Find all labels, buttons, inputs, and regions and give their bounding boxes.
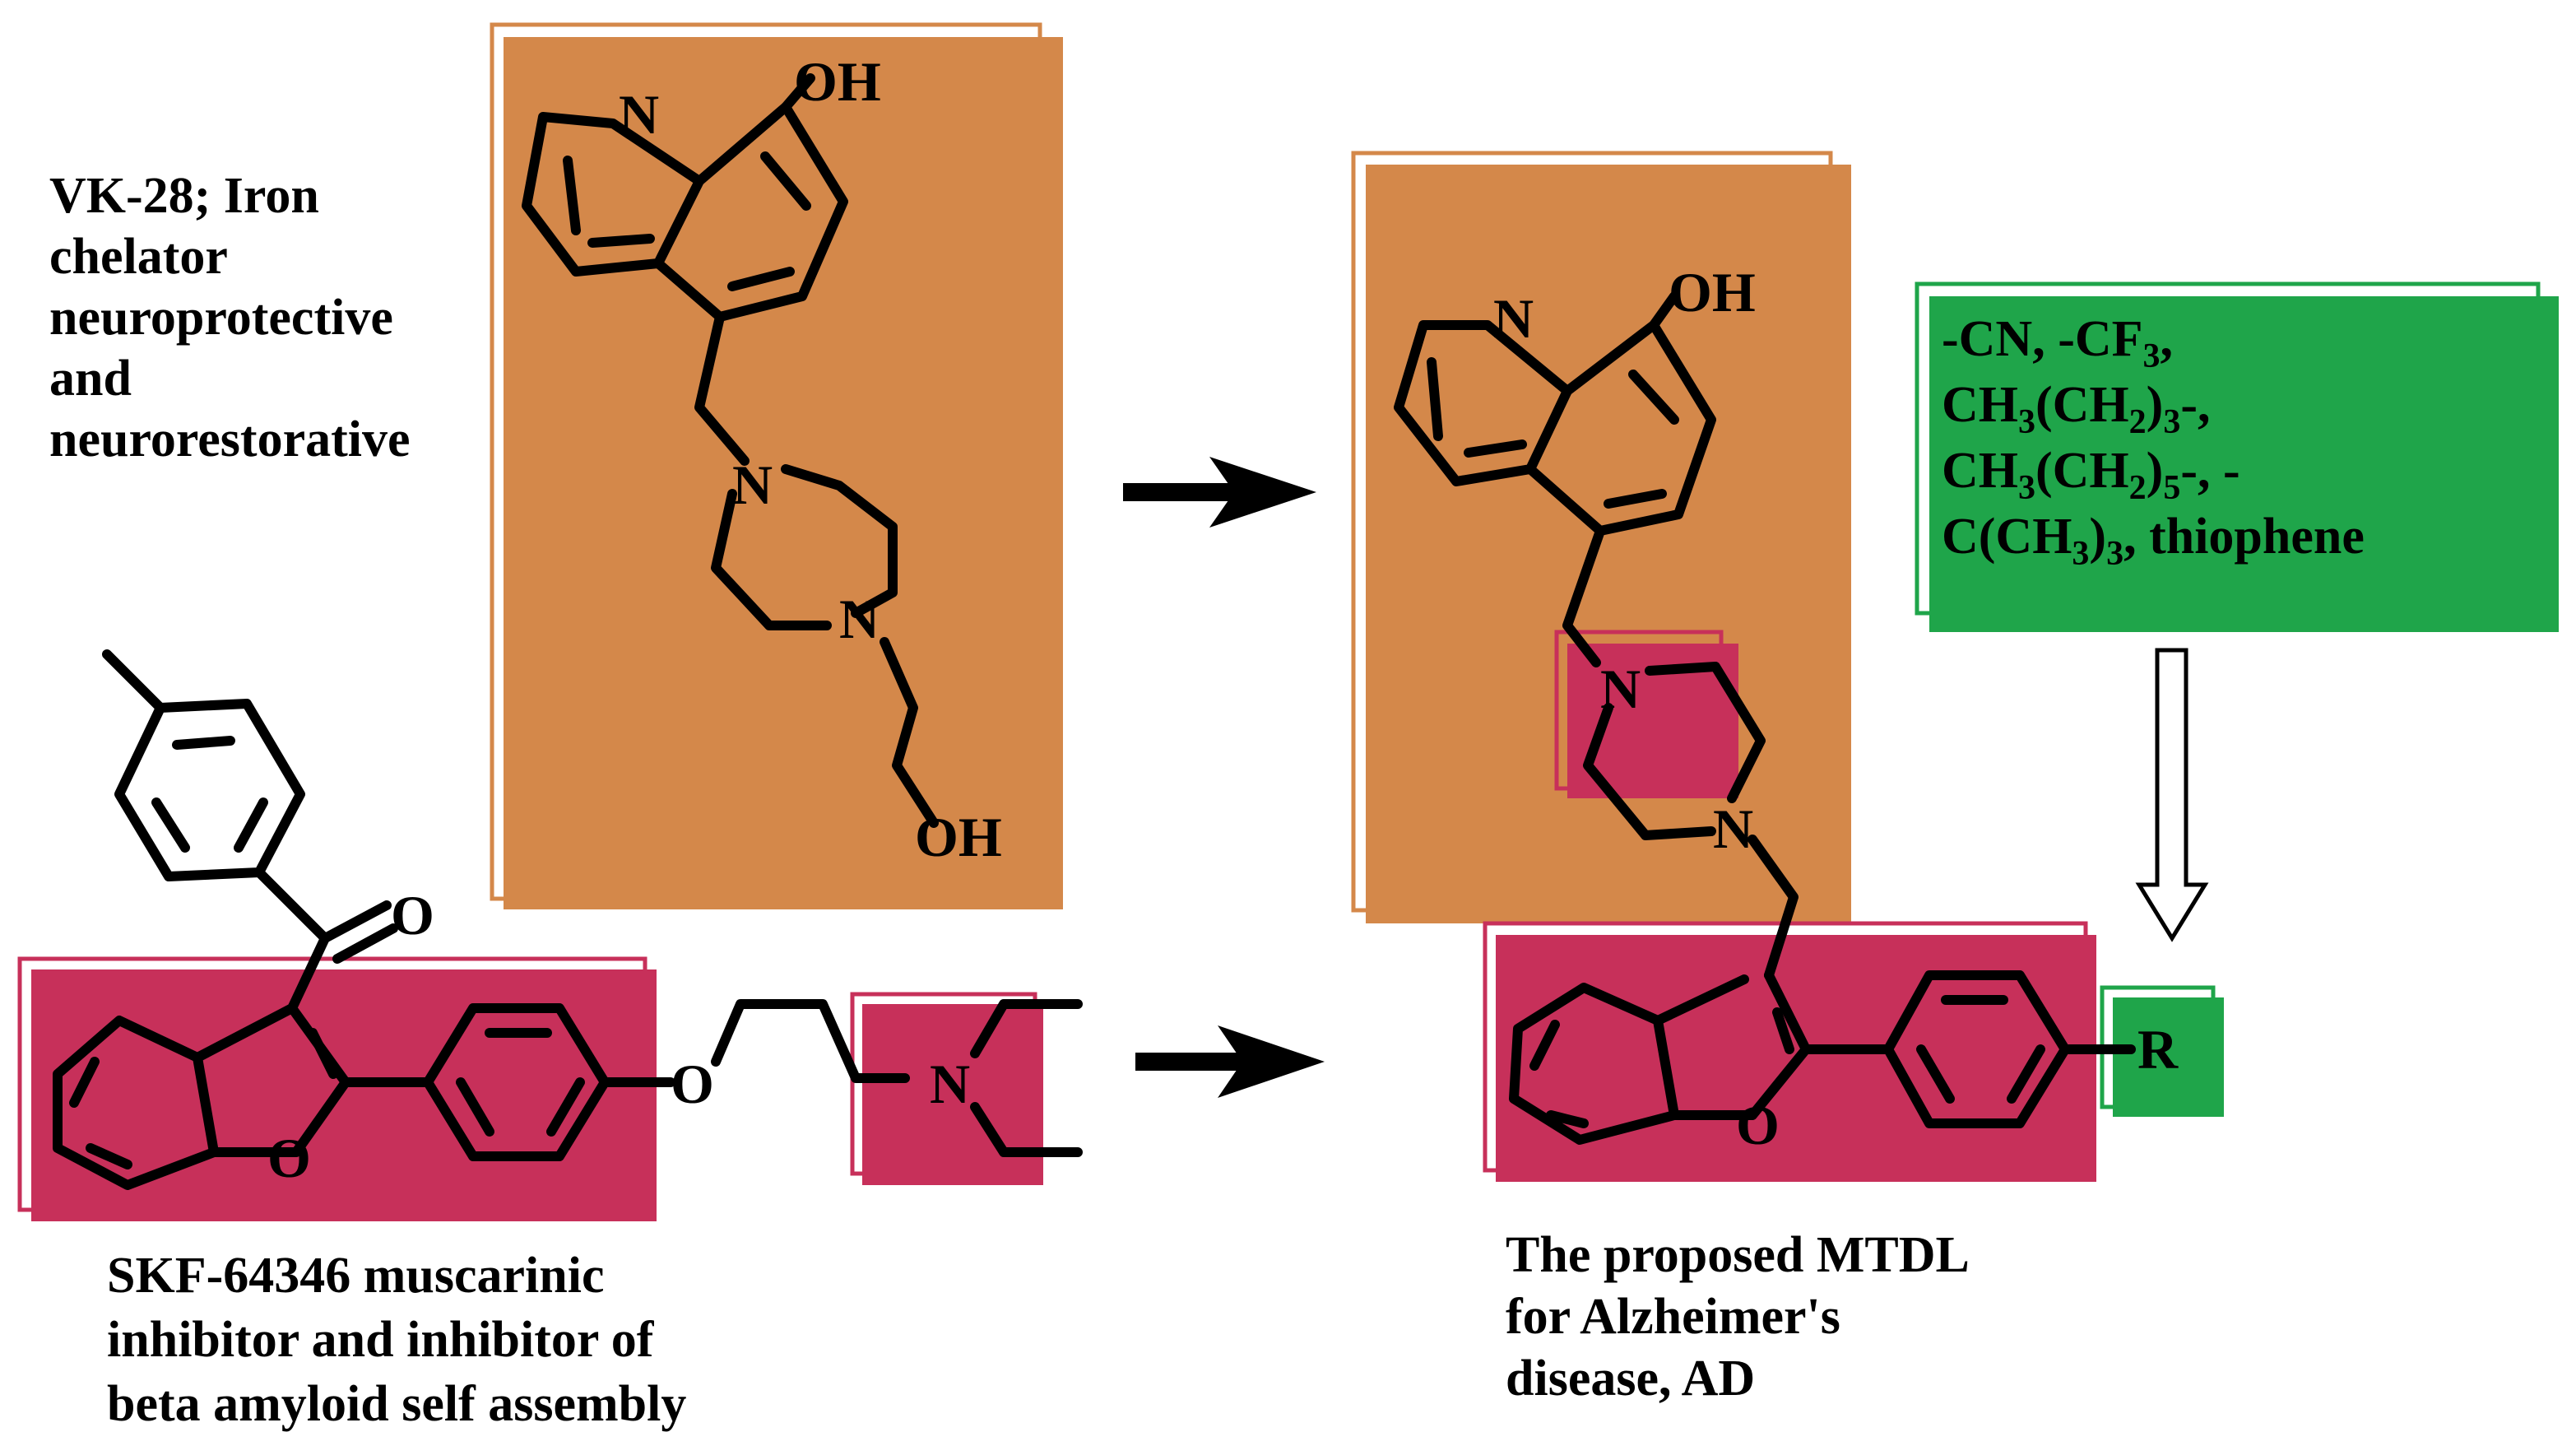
- arrow-substituent-to-r: [2135, 648, 2209, 942]
- mtdl-amine-frame: [1554, 630, 1738, 798]
- skf-o-ether: O: [671, 1053, 714, 1115]
- skf-n-amine: N: [930, 1053, 970, 1115]
- mtdl-caption-line-3: disease, AD: [1506, 1351, 1755, 1406]
- vk28-caption-line-3: neuroprotective: [49, 290, 393, 346]
- substituent-frame-shadow: [1929, 296, 2559, 632]
- vk28-caption: VK-28; Iron chelator neuroprotective and…: [49, 168, 410, 467]
- mtdl-n-piperazine-2: N: [1713, 797, 1753, 860]
- arrow-skf-to-mtdl: [1135, 1025, 1325, 1098]
- substituent-frame-face: [1915, 281, 2541, 616]
- vk28-structure: N OH N N OH: [522, 50, 1002, 868]
- skf-amine-frame-face: [850, 992, 1037, 1176]
- mtdl-o-furan: O: [1736, 1094, 1780, 1156]
- vk28-n-pyridine: N: [619, 83, 659, 146]
- arrow-vk28-to-mtdl: [1123, 457, 1316, 528]
- mtdl-r-group: R: [2137, 1018, 2179, 1081]
- r-group-frame-shadow: [2113, 997, 2224, 1117]
- vk28-frame-face: [490, 22, 1042, 901]
- vk28-caption-line-1: VK-28; Iron: [49, 168, 319, 224]
- substituent-line-2: CH3(CH2)3-,: [1942, 377, 2210, 441]
- vk28-n-piperazine-1: N: [732, 453, 773, 516]
- vk28-frame: [490, 22, 1063, 909]
- skf-caption-line-3: beta amyloid self assembly: [107, 1376, 686, 1432]
- vk28-oh-ethanol: OH: [915, 806, 1002, 868]
- vk28-n-piperazine-2: N: [839, 588, 880, 650]
- mtdl-quinoline-frame-face: [1351, 151, 1833, 913]
- mtdl-oh-phenol: OH: [1669, 261, 1756, 323]
- substituent-list: -CN, -CF3, CH3(CH2)3-, CH3(CH2)5-, - C(C…: [1942, 311, 2365, 573]
- vk28-oh-phenol: OH: [794, 50, 881, 113]
- skf-o-carbonyl: O: [391, 884, 434, 946]
- vk28-caption-line-4: and: [49, 351, 132, 407]
- substituent-line-4: C(CH3)3, thiophene: [1942, 509, 2365, 573]
- substituent-frame: [1915, 281, 2559, 632]
- substituent-line-1: -CN, -CF3,: [1942, 311, 2173, 375]
- skf-caption: SKF-64346 muscarinic inhibitor and inhib…: [107, 1248, 686, 1432]
- mtdl-n-piperazine-1: N: [1600, 658, 1641, 720]
- mtdl-caption-line-2: for Alzheimer's: [1506, 1289, 1840, 1345]
- skf-structure: O O O N: [53, 649, 1083, 1190]
- mtdl-lower-structure: O R: [1509, 970, 2179, 1156]
- mtdl-n-pyridine: N: [1493, 287, 1534, 350]
- skf-caption-line-2: inhibitor and inhibitor of: [107, 1312, 655, 1368]
- mtdl-caption-line-1: The proposed MTDL: [1506, 1227, 1970, 1283]
- mtdl-quinoline-frame-shadow: [1366, 165, 1851, 923]
- vk28-caption-line-5: neurorestorative: [49, 411, 410, 467]
- mtdl-caption: The proposed MTDL for Alzheimer's diseas…: [1506, 1227, 1970, 1406]
- substituent-line-3: CH3(CH2)5-, -: [1942, 443, 2240, 507]
- vk28-caption-line-2: chelator: [49, 229, 228, 285]
- skf-o-furan: O: [267, 1127, 311, 1189]
- mtdl-amine-frame-face: [1554, 630, 1724, 791]
- skf-caption-line-1: SKF-64346 muscarinic: [107, 1248, 604, 1304]
- mtdl-upper-structure: N OH N N: [1394, 261, 1799, 980]
